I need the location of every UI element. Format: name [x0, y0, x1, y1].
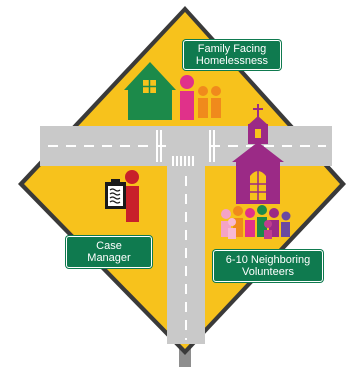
church-icon: [232, 104, 284, 204]
neighboring-volunteers-label: 6-10 Neighboring Volunteers: [213, 250, 323, 282]
case-manager-label-line1: Case: [96, 240, 122, 252]
crosswalk-right: [209, 130, 215, 162]
volunteers-label-line2: Volunteers: [242, 266, 294, 278]
clipboard-icon: [105, 179, 126, 209]
case-manager-label-line2: Manager: [87, 252, 131, 264]
family-facing-homelessness-label: Family Facing Homelessness: [183, 40, 281, 70]
family-people-icon: [180, 75, 221, 120]
case-manager-person-icon: [125, 170, 139, 222]
house-icon: [124, 62, 176, 120]
crosswalk-left: [156, 130, 162, 162]
volunteers-label-line1: 6-10 Neighboring: [225, 254, 311, 266]
case-manager-label: Case Manager: [66, 236, 152, 268]
volunteers-group-icon: [221, 205, 291, 239]
family-label-line2: Homelessness: [195, 55, 269, 67]
family-label-line1: Family Facing: [197, 43, 267, 55]
crosswalk-bottom: [172, 156, 194, 166]
